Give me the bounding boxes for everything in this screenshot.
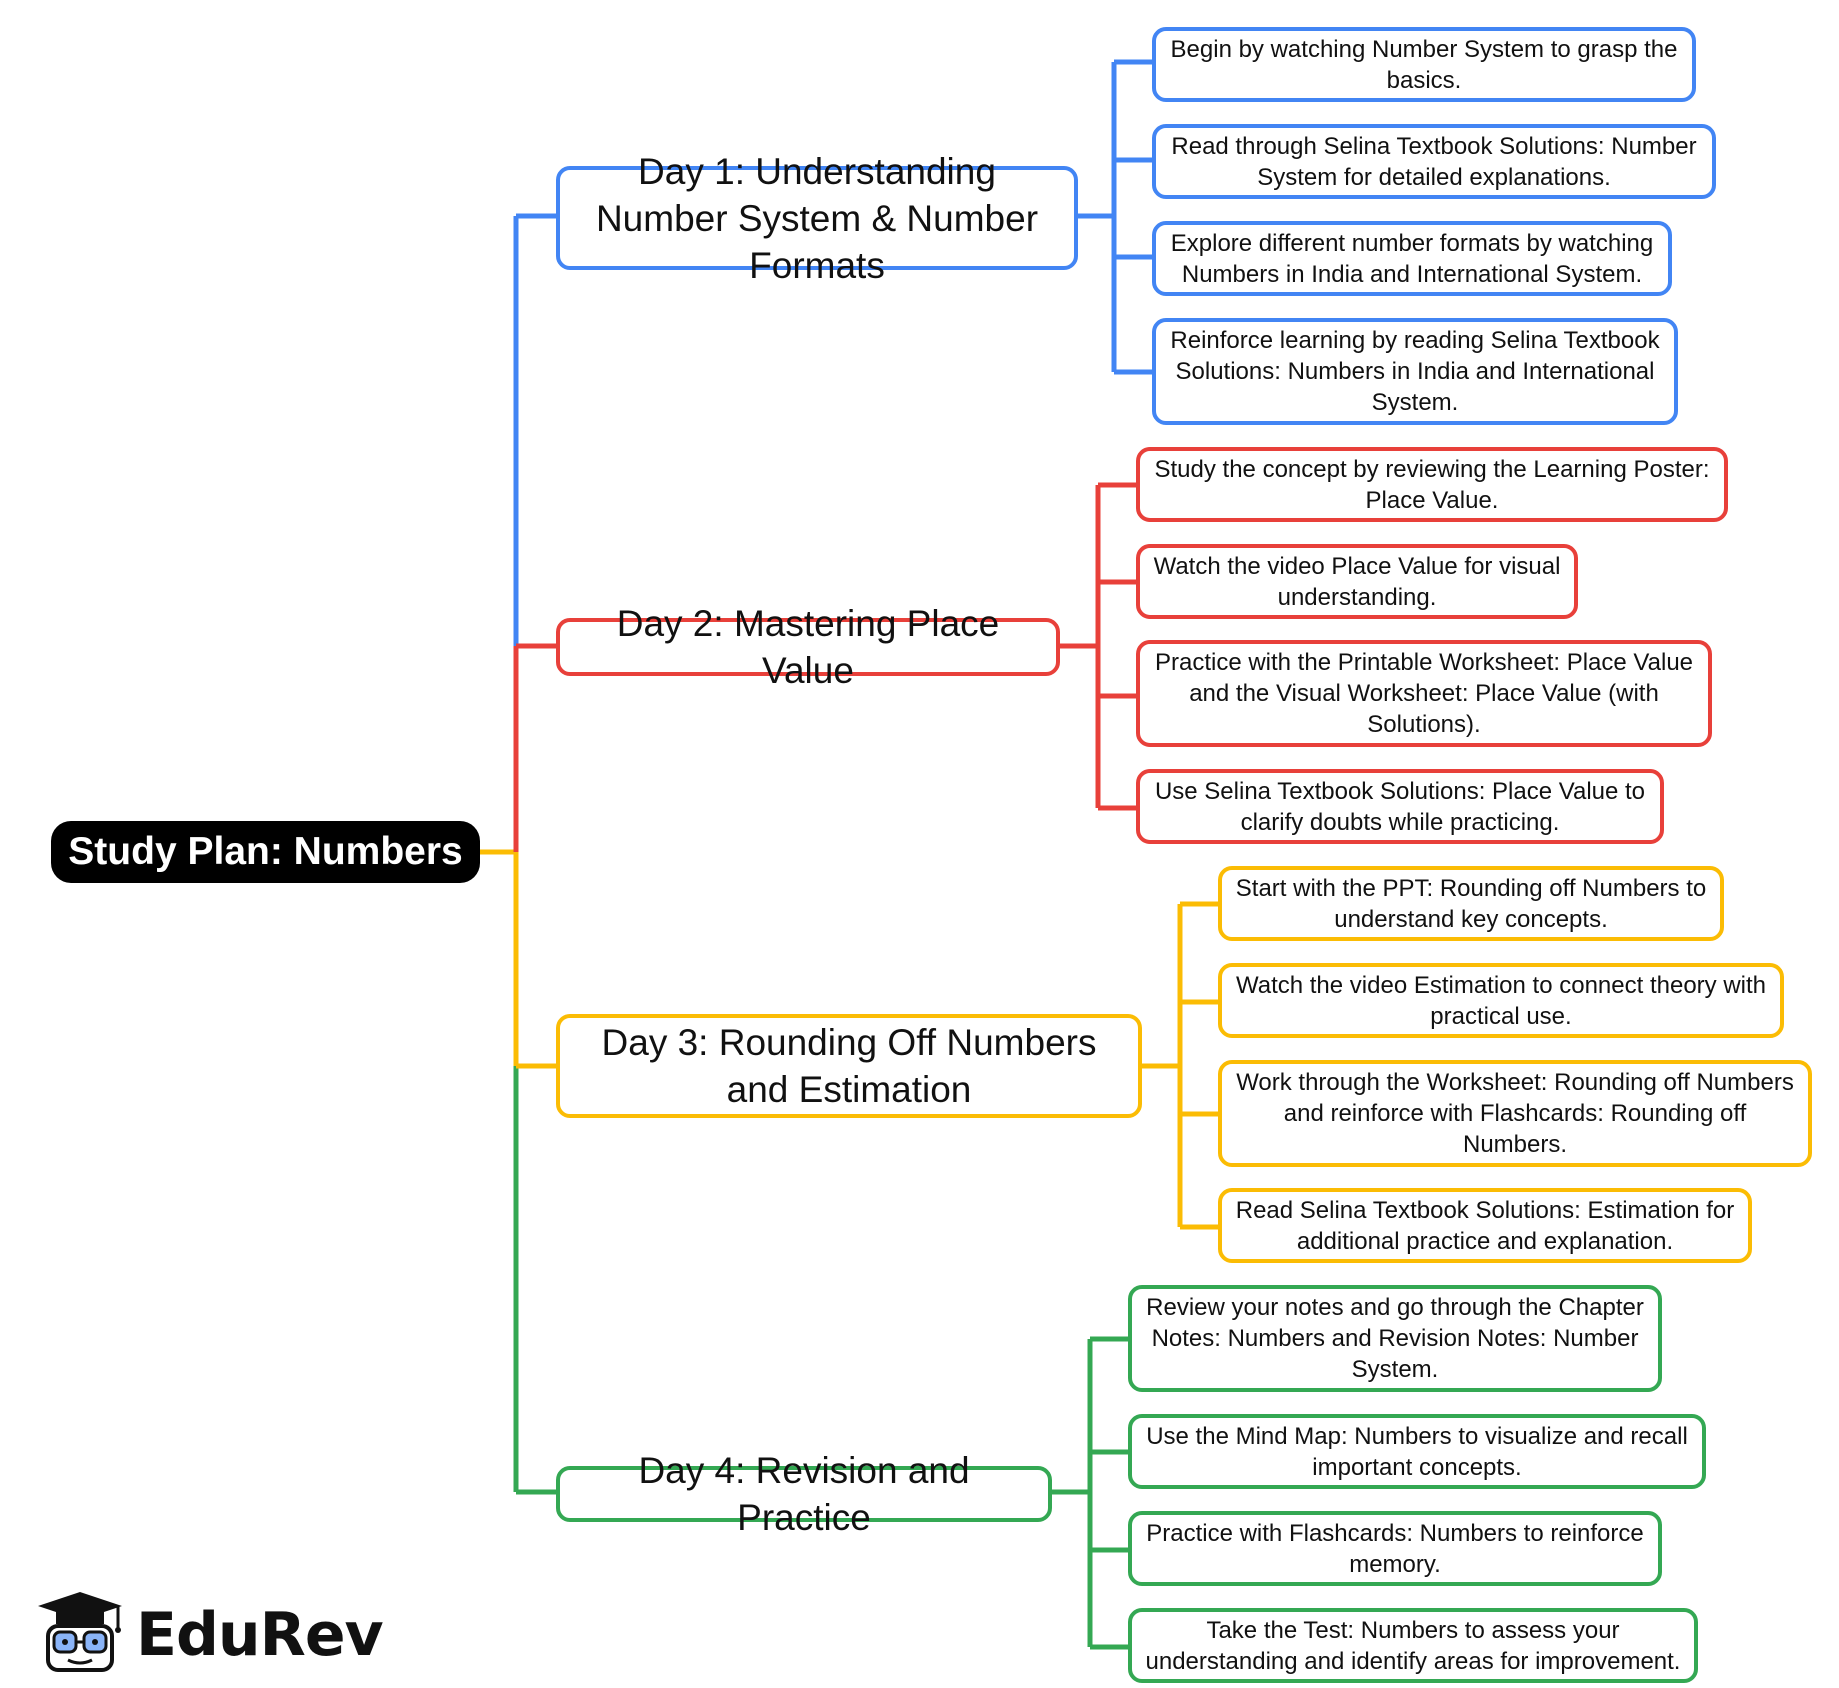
day-2-task-2: Watch the video Place Value for visual u…	[1136, 544, 1578, 619]
day-2-node: Day 2: Mastering Place Value	[556, 603, 1060, 691]
day-4-task-2: Use the Mind Map: Numbers to visualize a…	[1128, 1414, 1706, 1489]
day-3-task-1: Start with the PPT: Rounding off Numbers…	[1218, 866, 1724, 941]
edurev-logo-icon	[38, 1592, 122, 1672]
day-1-task-2: Read through Selina Textbook Solutions: …	[1152, 124, 1716, 199]
day-3-task-3: Work through the Worksheet: Rounding off…	[1218, 1060, 1812, 1167]
day-2-task-4: Use Selina Textbook Solutions: Place Val…	[1136, 769, 1664, 844]
day-4-task-3: Practice with Flashcards: Numbers to rei…	[1128, 1511, 1662, 1586]
day-1-task-4: Reinforce learning by reading Selina Tex…	[1152, 318, 1678, 425]
day-4-node: Day 4: Revision and Practice	[556, 1450, 1052, 1538]
day-1-task-1: Begin by watching Number System to grasp…	[1152, 27, 1696, 102]
day-1-task-3: Explore different number formats by watc…	[1152, 221, 1672, 296]
day-3-node: Day 3: Rounding Off Numbers and Estimati…	[556, 1014, 1142, 1118]
edurev-logo-text: EduRev	[136, 1600, 384, 1670]
day-1-node: Day 1: Understanding Number System & Num…	[556, 151, 1078, 286]
day-3-task-2: Watch the video Estimation to connect th…	[1218, 963, 1784, 1038]
day-2-task-3: Practice with the Printable Worksheet: P…	[1136, 640, 1712, 747]
day-2-task-1: Study the concept by reviewing the Learn…	[1136, 447, 1728, 522]
day-4-task-1: Review your notes and go through the Cha…	[1128, 1285, 1662, 1392]
day-4-task-4: Take the Test: Numbers to assess your un…	[1128, 1608, 1698, 1683]
day-3-task-4: Read Selina Textbook Solutions: Estimati…	[1218, 1188, 1752, 1263]
root-node: Study Plan: Numbers	[51, 821, 480, 883]
